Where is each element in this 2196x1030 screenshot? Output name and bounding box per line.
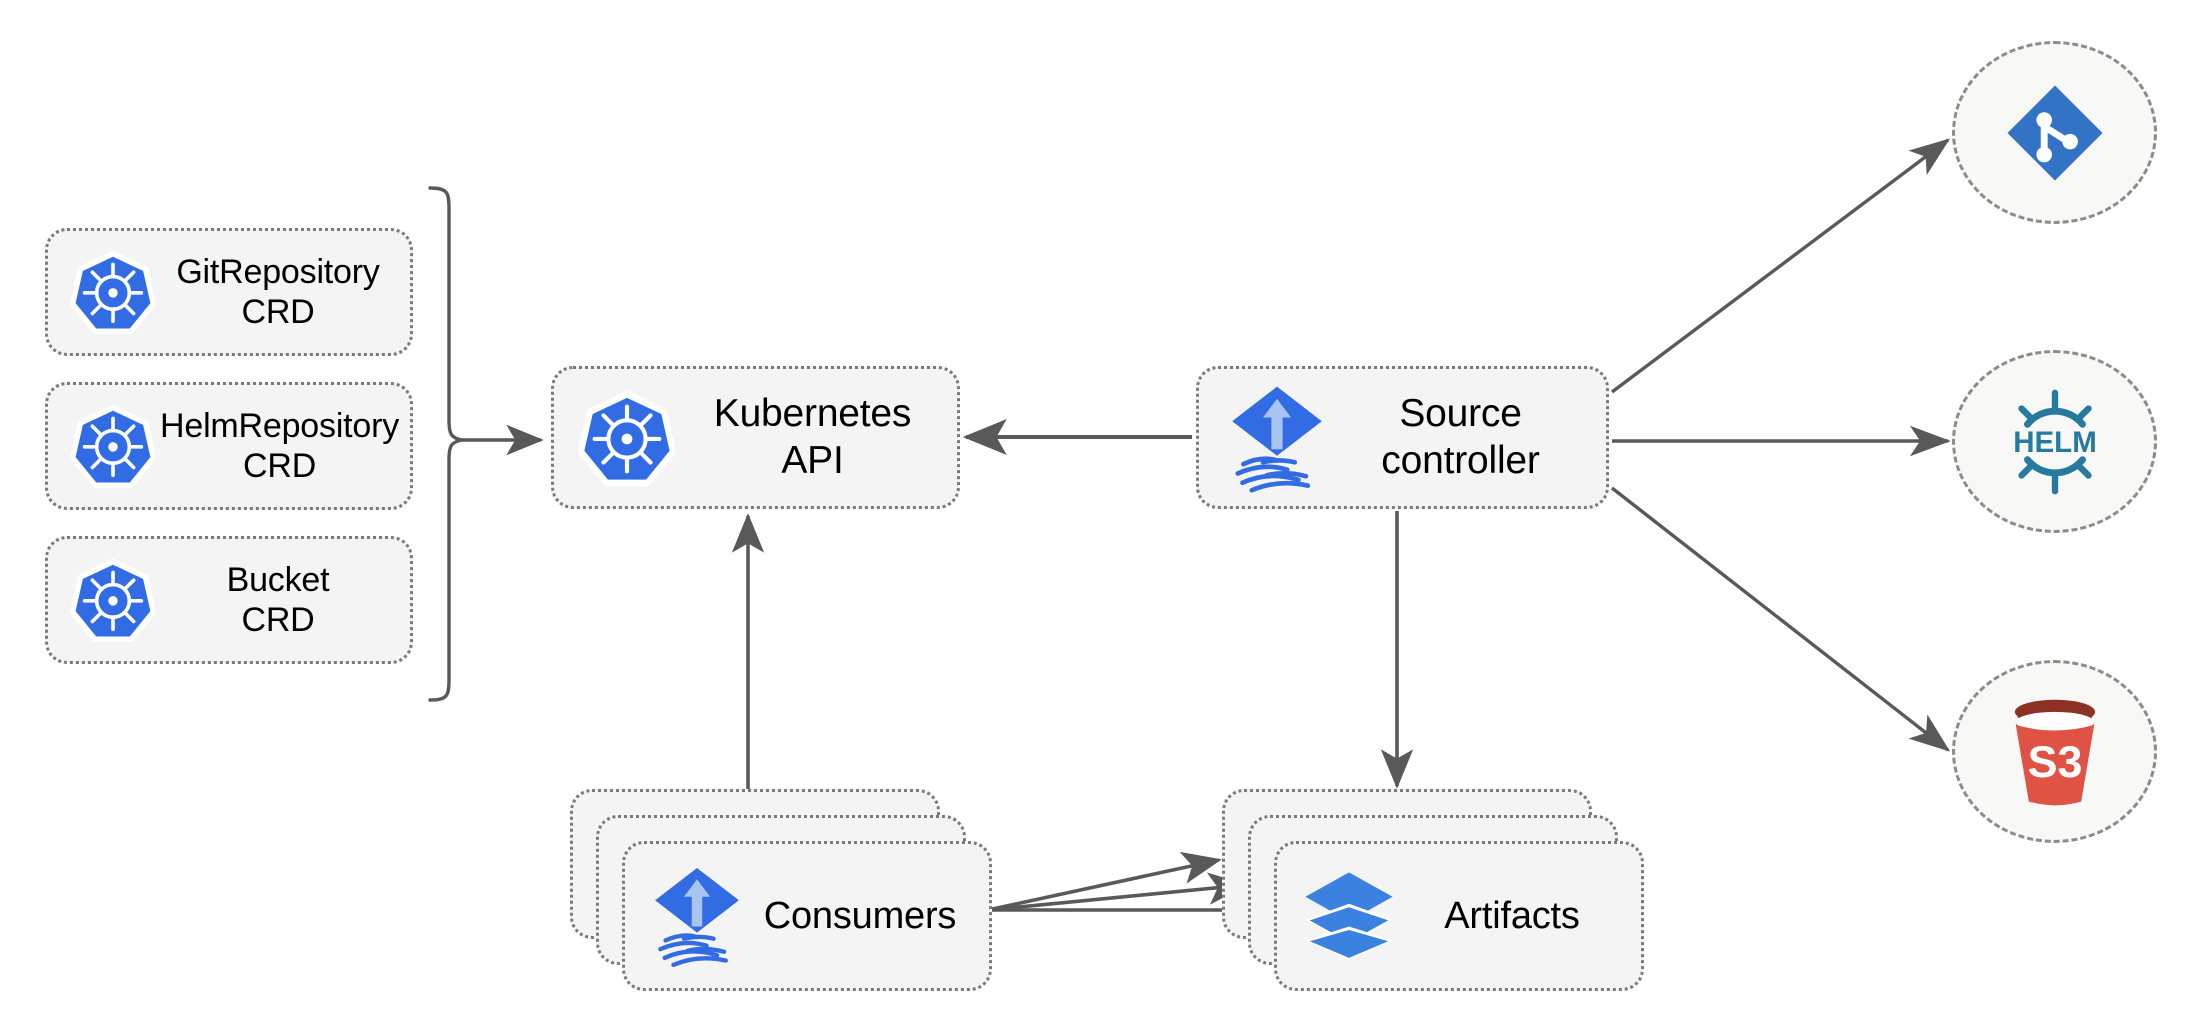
kubernetes-icon: [578, 389, 676, 487]
edge-source-controller-to-git: [1610, 138, 1951, 394]
edge-consumers-to-artifacts-1: [987, 851, 1222, 912]
kubernetes-icon: [70, 249, 156, 335]
helm-label: HELM: [2013, 425, 2097, 458]
node-label: Source controller: [1381, 392, 1540, 482]
crd-card-label: GitRepository CRD: [176, 252, 380, 331]
node-label: Kubernetes API: [713, 392, 912, 482]
edge-consumers-to-artifacts-2: [987, 872, 1248, 912]
node-kubernetes-api[interactable]: Kubernetes API: [551, 366, 960, 509]
crd-card-gitrepository[interactable]: GitRepository CRD: [45, 228, 413, 356]
kubernetes-icon: [70, 557, 156, 643]
crd-card-helmrepository[interactable]: HelmRepository CRD: [45, 382, 413, 510]
target-helm[interactable]: HELM: [1952, 350, 2157, 533]
layers-icon: [1301, 866, 1397, 966]
flux-icon: [1225, 382, 1329, 494]
node-label: Artifacts: [1444, 894, 1580, 937]
helm-icon: HELM: [1996, 383, 2114, 501]
crd-card-label: HelmRepository CRD: [160, 406, 400, 485]
flux-icon: [649, 861, 745, 971]
node-artifacts[interactable]: Artifacts: [1274, 841, 1644, 991]
node-source-controller[interactable]: Source controller: [1196, 366, 1609, 509]
s3-bucket-icon: S3: [1999, 691, 2111, 813]
crd-group-bracket: [428, 186, 463, 702]
target-git[interactable]: [1952, 41, 2157, 224]
crd-card-label: Bucket CRD: [226, 560, 330, 639]
crd-card-bucket[interactable]: Bucket CRD: [45, 536, 413, 664]
target-s3[interactable]: S3: [1952, 660, 2157, 843]
node-label: Consumers: [763, 894, 957, 937]
kubernetes-icon: [70, 403, 156, 489]
git-icon: [2001, 79, 2109, 187]
node-consumers[interactable]: Consumers: [622, 841, 992, 991]
s3-label: S3: [2027, 737, 2082, 787]
edge-source-controller-to-s3: [1610, 486, 1951, 752]
